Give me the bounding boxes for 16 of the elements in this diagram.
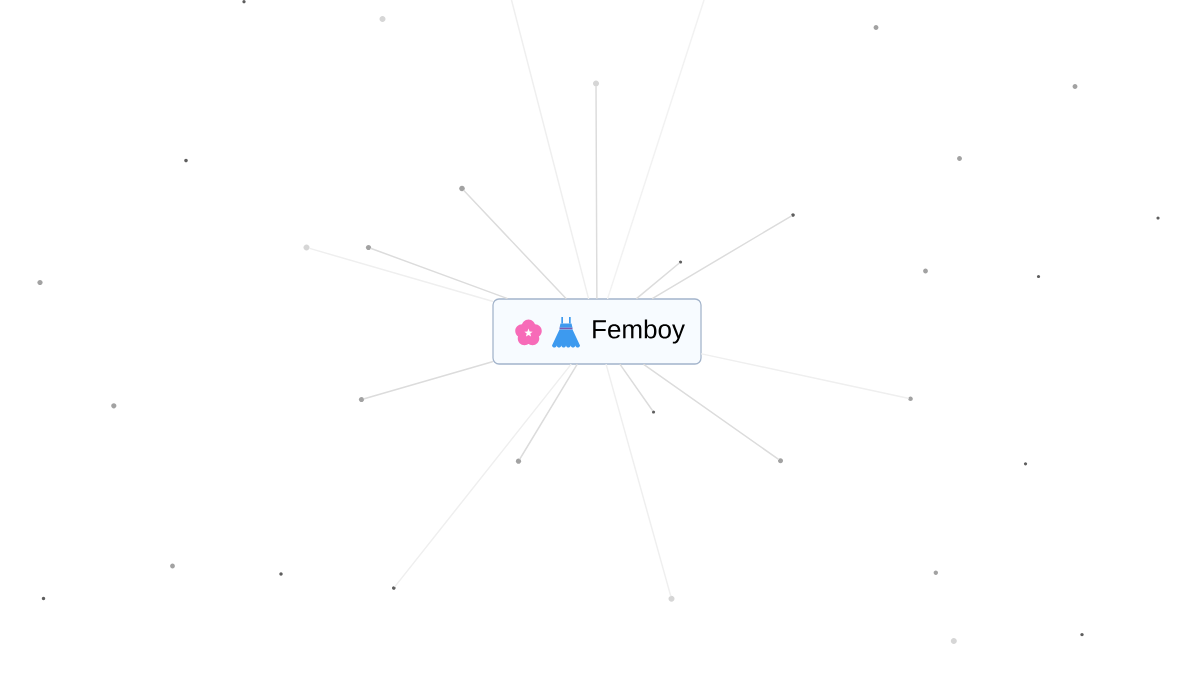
connector-line xyxy=(595,86,598,300)
connector-line xyxy=(606,0,705,300)
connector-line xyxy=(370,247,508,300)
connector-line xyxy=(308,247,494,302)
connector-line xyxy=(510,0,590,300)
connector-line xyxy=(463,190,567,300)
connector-line xyxy=(519,363,578,460)
connector-line xyxy=(643,363,779,460)
connector-line xyxy=(700,353,909,399)
connector-line xyxy=(619,363,654,412)
connector-line xyxy=(651,215,792,300)
connector-line xyxy=(363,360,494,400)
connector-line xyxy=(605,363,672,597)
connector-line xyxy=(394,363,572,588)
connector-line xyxy=(636,262,680,300)
element-box: Femboy xyxy=(492,298,702,365)
